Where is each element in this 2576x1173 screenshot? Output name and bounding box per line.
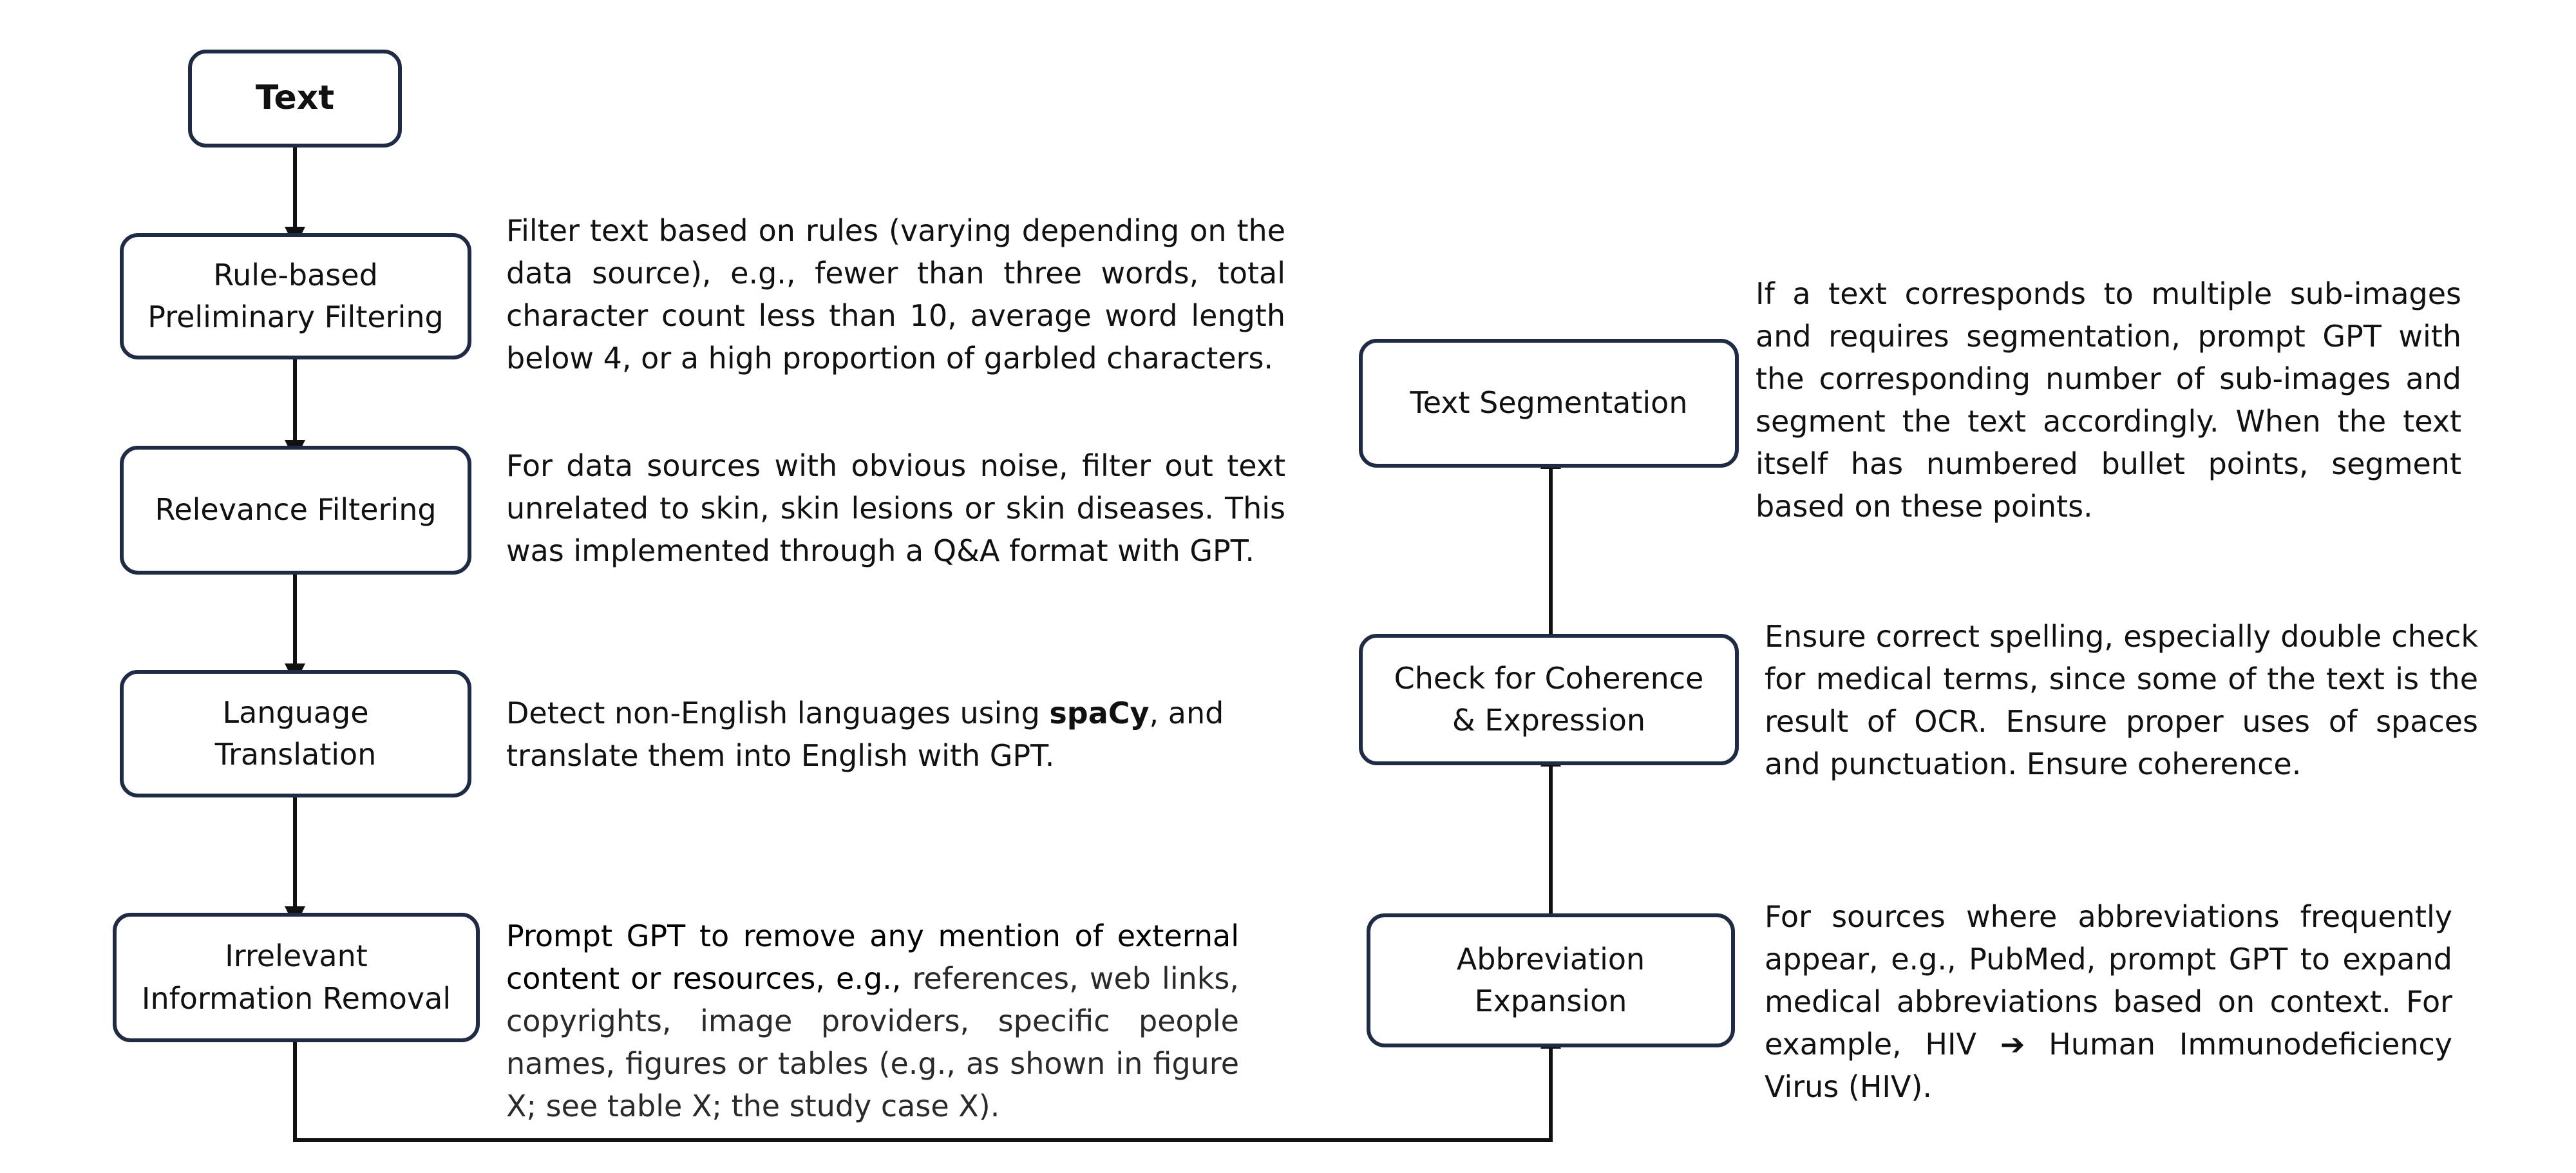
desc-abbreviation-expansion: For sources where abbreviations frequent… <box>1765 899 2452 1104</box>
node-irrelevant-information-removal-label: Irrelevant Information Removal <box>141 939 451 1016</box>
desc-relevance-filtering: For data sources with obvious noise, fil… <box>506 448 1285 568</box>
desc-coherence-expression: Ensure correct spelling, especially doub… <box>1765 619 2478 781</box>
desc-language-translation: Detect non-English languages using spaCy… <box>506 692 1285 777</box>
node-text: Text <box>188 50 402 148</box>
node-coherence-expression: Check for Coherence & Expression <box>1359 634 1739 765</box>
node-text-segmentation: Text Segmentation <box>1359 339 1739 468</box>
node-relevance-filtering-label: Relevance Filtering <box>155 492 437 528</box>
desc-irrelevant-information-removal: Prompt GPT to remove any mention of exte… <box>506 915 1239 1127</box>
desc-language-translation-text: Detect non-English languages using <box>506 696 1050 730</box>
node-rule-based-filtering-label: Rule-based Preliminary Filtering <box>147 257 444 334</box>
node-coherence-expression-label: Check for Coherence & Expression <box>1394 660 1704 738</box>
node-abbreviation-expansion-label: Abbreviation Expansion <box>1456 941 1645 1018</box>
node-abbreviation-expansion: Abbreviation Expansion <box>1367 913 1735 1047</box>
desc-rule-based-filtering: Filter text based on rules (varying depe… <box>506 213 1285 376</box>
desc-language-translation-text: , and translate them into English with G… <box>506 696 1224 773</box>
arrow-irrelevant-to-abbreviation <box>293 1042 1553 1142</box>
node-rule-based-filtering: Rule-based Preliminary Filtering <box>120 233 471 359</box>
desc-text-segmentation: If a text corresponds to multiple sub-im… <box>1756 276 2461 524</box>
node-irrelevant-information-removal: Irrelevant Information Removal <box>113 913 480 1042</box>
node-text-label: Text <box>255 79 335 118</box>
node-language-translation-label: Language Translation <box>214 694 377 772</box>
desc-irrelevant-highlight: Prompt GPT to remove any mention of exte… <box>506 919 1239 996</box>
node-text-segmentation-label: Text Segmentation <box>1410 385 1688 421</box>
node-language-translation: Language Translation <box>120 670 471 797</box>
desc-irrelevant-examples: references, web links, copyrights, image… <box>506 961 1239 1123</box>
node-relevance-filtering: Relevance Filtering <box>120 446 471 575</box>
spacy-label: spaCy <box>1049 696 1150 730</box>
